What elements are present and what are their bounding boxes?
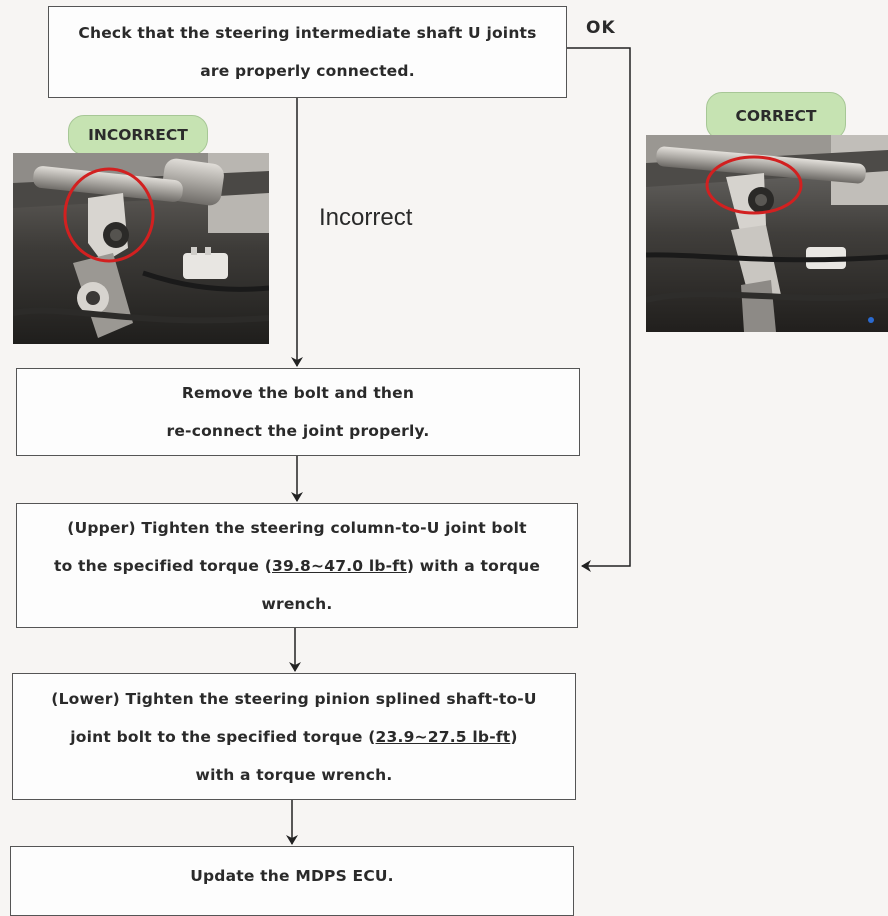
incorrect-badge: INCORRECT — [68, 115, 208, 155]
step3-line3: wrench. — [261, 594, 333, 613]
step-remove-bolt: Remove the bolt and then re-connect the … — [16, 368, 580, 456]
step3-line1: (Upper) Tighten the steering column-to-U… — [67, 518, 527, 537]
lower-torque-spec: 23.9~27.5 lb-ft — [375, 727, 511, 746]
step4-line2: joint bolt to the specified torque (23.9… — [70, 718, 517, 756]
step4-line1: (Lower) Tighten the steering pinion spli… — [51, 689, 537, 708]
step3-line2-pre: to the specified torque ( — [53, 556, 272, 575]
step4-line2-post: ) — [510, 727, 518, 746]
step5-line1: Update the MDPS ECU. — [190, 867, 394, 885]
step4-line2-pre: joint bolt to the specified torque ( — [70, 727, 376, 746]
step2-line1: Remove the bolt and then — [181, 384, 415, 402]
upper-torque-spec: 39.8~47.0 lb-ft — [272, 556, 407, 575]
step-check-u-joints: Check that the steering intermediate sha… — [48, 6, 567, 98]
correct-badge: CORRECT — [706, 92, 846, 140]
step1-line2: are properly connected. — [200, 62, 415, 80]
correct-joint-photo — [646, 135, 888, 332]
correct-highlight-circle — [705, 155, 803, 215]
step-update-ecu: Update the MDPS ECU. — [10, 846, 574, 916]
step2-line2: re-connect the joint properly. — [166, 422, 430, 440]
step-tighten-lower-bolt: (Lower) Tighten the steering pinion spli… — [12, 673, 576, 800]
incorrect-joint-photo — [13, 153, 269, 344]
incorrect-label: Incorrect — [319, 204, 413, 231]
step3-line2-post: ) with a torque — [406, 556, 541, 575]
step-tighten-upper-bolt: (Upper) Tighten the steering column-to-U… — [16, 503, 578, 628]
ok-label: OK — [586, 18, 616, 38]
correct-joint-illustration — [646, 135, 888, 332]
incorrect-highlight-circle — [63, 167, 155, 263]
step4-line3: with a torque wrench. — [195, 765, 393, 784]
arrow-ok-path — [567, 47, 631, 572]
step1-line1: Check that the steering intermediate sha… — [78, 24, 537, 42]
incorrect-joint-illustration — [13, 153, 269, 344]
step3-line2: to the specified torque (39.8~47.0 lb-ft… — [54, 547, 540, 585]
